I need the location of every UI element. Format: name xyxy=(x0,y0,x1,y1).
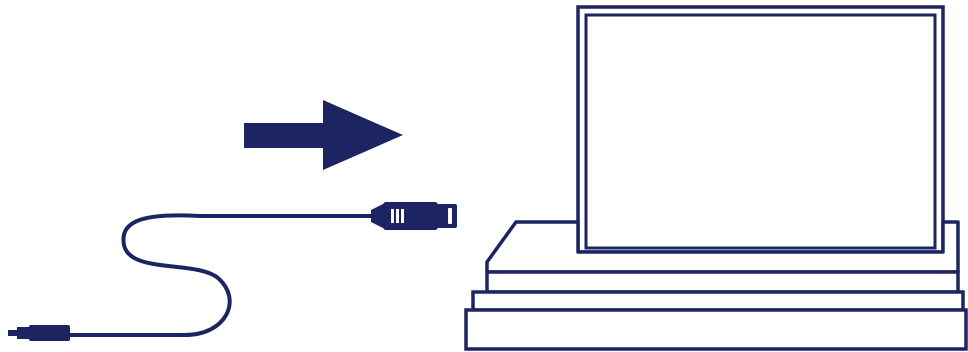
usb3-connector xyxy=(371,202,457,230)
cable-wire xyxy=(67,213,380,337)
usb-cable-icon xyxy=(8,202,457,341)
right-arrow-icon xyxy=(244,100,403,170)
micro-connector xyxy=(8,325,70,341)
external-drive-icon xyxy=(464,5,968,351)
